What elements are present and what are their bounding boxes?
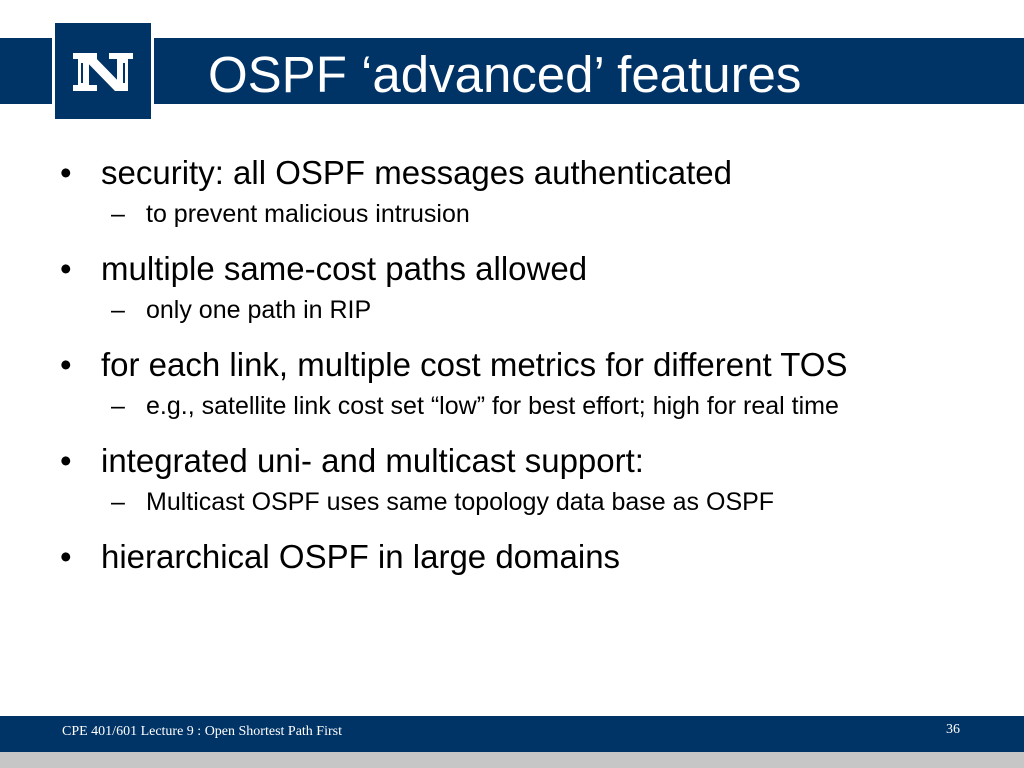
bullet-item: • for each link, multiple cost metrics f… xyxy=(60,345,980,385)
sub-bullet-item: – Multicast OSPF uses same topology data… xyxy=(60,487,980,517)
bullet-marker: • xyxy=(60,346,72,383)
title-bar xyxy=(0,38,1024,104)
block-n-logo-icon xyxy=(73,53,133,91)
footer-strip xyxy=(0,752,1024,768)
bullet-text: security: all OSPF messages authenticate… xyxy=(101,154,732,191)
slide-content: • security: all OSPF messages authentica… xyxy=(60,150,980,583)
sub-bullet-text: e.g., satellite link cost set “low” for … xyxy=(146,392,839,420)
bullet-text: integrated uni- and multicast support: xyxy=(101,442,644,479)
bullet-text: for each link, multiple cost metrics for… xyxy=(101,346,848,383)
bullet-text: hierarchical OSPF in large domains xyxy=(101,538,621,575)
bullet-item: • multiple same-cost paths allowed xyxy=(60,249,980,289)
sub-bullet-marker: – xyxy=(111,200,125,228)
footer-bar xyxy=(0,716,1024,752)
bullet-text: multiple same-cost paths allowed xyxy=(101,250,588,287)
bullet-item: • hierarchical OSPF in large domains xyxy=(60,537,980,577)
bullet-marker: • xyxy=(60,154,72,191)
bullet-marker: • xyxy=(60,538,72,575)
sub-bullet-marker: – xyxy=(111,488,125,516)
university-logo xyxy=(52,20,154,122)
slide-title: OSPF ‘advanced’ features xyxy=(208,46,802,103)
bullet-marker: • xyxy=(60,250,72,287)
sub-bullet-text: only one path in RIP xyxy=(146,296,372,324)
sub-bullet-item: – only one path in RIP xyxy=(60,295,980,325)
sub-bullet-item: – to prevent malicious intrusion xyxy=(60,199,980,229)
sub-bullet-text: to prevent malicious intrusion xyxy=(146,200,470,228)
footer-text: CPE 401/601 Lecture 9 : Open Shortest Pa… xyxy=(62,724,342,739)
sub-bullet-item: – e.g., satellite link cost set “low” fo… xyxy=(60,391,980,421)
sub-bullet-text: Multicast OSPF uses same topology data b… xyxy=(146,488,775,516)
sub-bullet-marker: – xyxy=(111,392,125,420)
bullet-marker: • xyxy=(60,442,72,479)
sub-bullet-marker: – xyxy=(111,296,125,324)
page-number: 36 xyxy=(946,722,960,737)
bullet-item: • integrated uni- and multicast support: xyxy=(60,441,980,481)
bullet-item: • security: all OSPF messages authentica… xyxy=(60,153,980,193)
